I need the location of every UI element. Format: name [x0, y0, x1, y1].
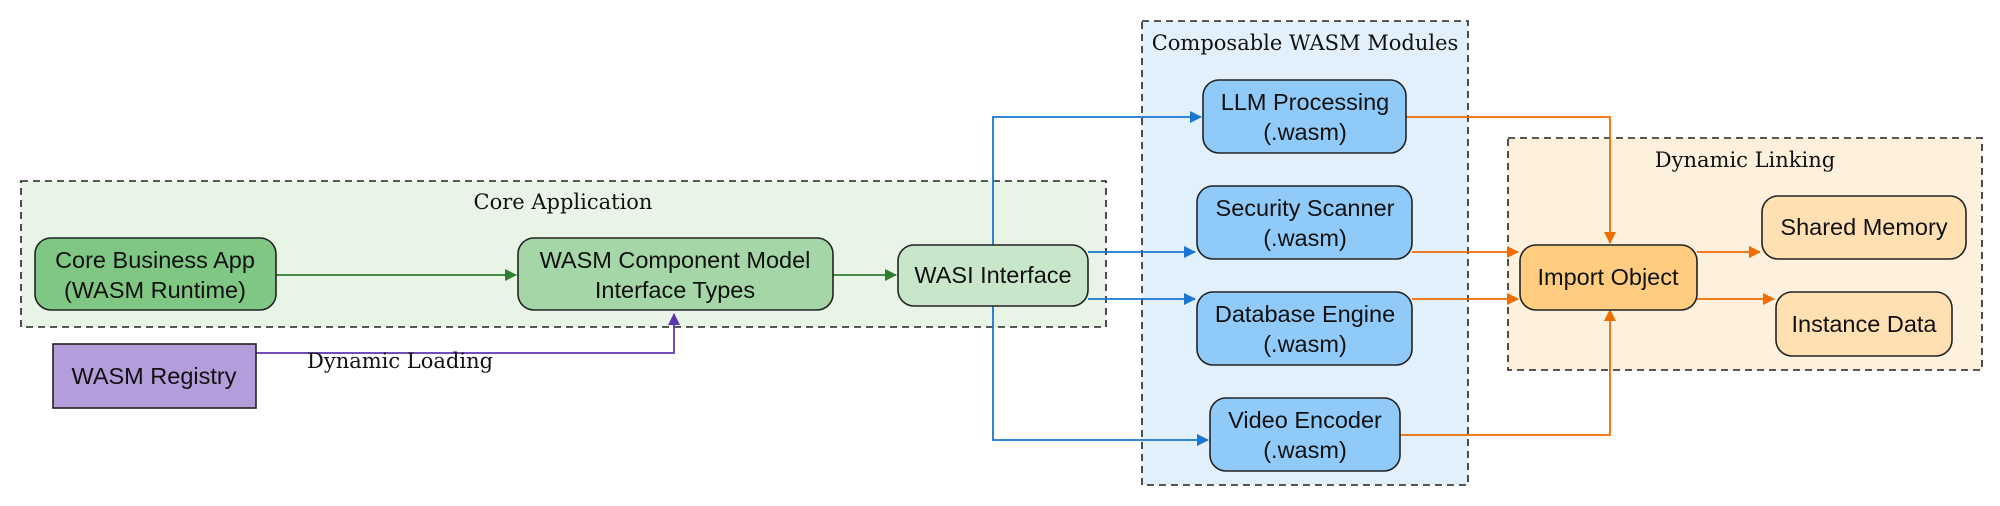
- svg-text:Security Scanner: Security Scanner: [1216, 195, 1395, 221]
- cluster-core-application-label: Core Application: [474, 190, 653, 214]
- svg-text:(.wasm): (.wasm): [1263, 225, 1347, 251]
- edges: Dynamic Loading: [256, 111, 1775, 446]
- svg-text:(.wasm): (.wasm): [1263, 119, 1347, 145]
- edge-video-to-import: [1400, 309, 1616, 436]
- cluster-dynamic-linking-label: Dynamic Linking: [1655, 148, 1835, 172]
- node-wasm-registry[interactable]: WASM Registry: [52, 343, 257, 409]
- svg-text:Interface Types: Interface Types: [595, 277, 755, 303]
- svg-text:(WASM Runtime): (WASM Runtime): [64, 277, 246, 303]
- svg-text:Core Business App: Core Business App: [55, 247, 255, 273]
- node-database-engine[interactable]: Database Engine (.wasm): [1196, 291, 1413, 366]
- edge-wasi-to-llm: [992, 111, 1202, 245]
- node-wasm-component-model[interactable]: WASM Component Model Interface Types: [517, 237, 834, 311]
- node-import-object[interactable]: Import Object: [1519, 244, 1698, 311]
- edge-llm-to-import: [1406, 116, 1616, 244]
- svg-text:Import Object: Import Object: [1537, 264, 1679, 290]
- svg-text:Video Encoder: Video Encoder: [1228, 407, 1382, 433]
- svg-text:WASI Interface: WASI Interface: [914, 262, 1071, 288]
- svg-text:WASM Registry: WASM Registry: [72, 363, 237, 389]
- edge-label-dynamic-loading: Dynamic Loading: [307, 349, 493, 373]
- node-core-business-app[interactable]: Core Business App (WASM Runtime): [34, 237, 277, 311]
- svg-text:WASM Component Model: WASM Component Model: [540, 247, 811, 273]
- svg-text:Database Engine: Database Engine: [1215, 301, 1395, 327]
- svg-text:(.wasm): (.wasm): [1263, 437, 1347, 463]
- node-wasi-interface[interactable]: WASI Interface: [897, 244, 1089, 307]
- edge-registry-to-component: [256, 313, 680, 354]
- node-security-scanner[interactable]: Security Scanner (.wasm): [1196, 185, 1413, 260]
- edge-wasi-to-video: [992, 306, 1209, 446]
- node-llm-processing[interactable]: LLM Processing (.wasm): [1202, 79, 1407, 154]
- svg-text:Shared Memory: Shared Memory: [1780, 214, 1947, 240]
- node-video-encoder[interactable]: Video Encoder (.wasm): [1209, 397, 1401, 472]
- svg-text:(.wasm): (.wasm): [1263, 331, 1347, 357]
- node-shared-memory[interactable]: Shared Memory: [1761, 195, 1967, 260]
- node-instance-data[interactable]: Instance Data: [1775, 291, 1953, 357]
- svg-text:Instance Data: Instance Data: [1791, 311, 1937, 337]
- svg-text:LLM Processing: LLM Processing: [1221, 89, 1390, 115]
- cluster-composable-modules-label: Composable WASM Modules: [1152, 31, 1459, 55]
